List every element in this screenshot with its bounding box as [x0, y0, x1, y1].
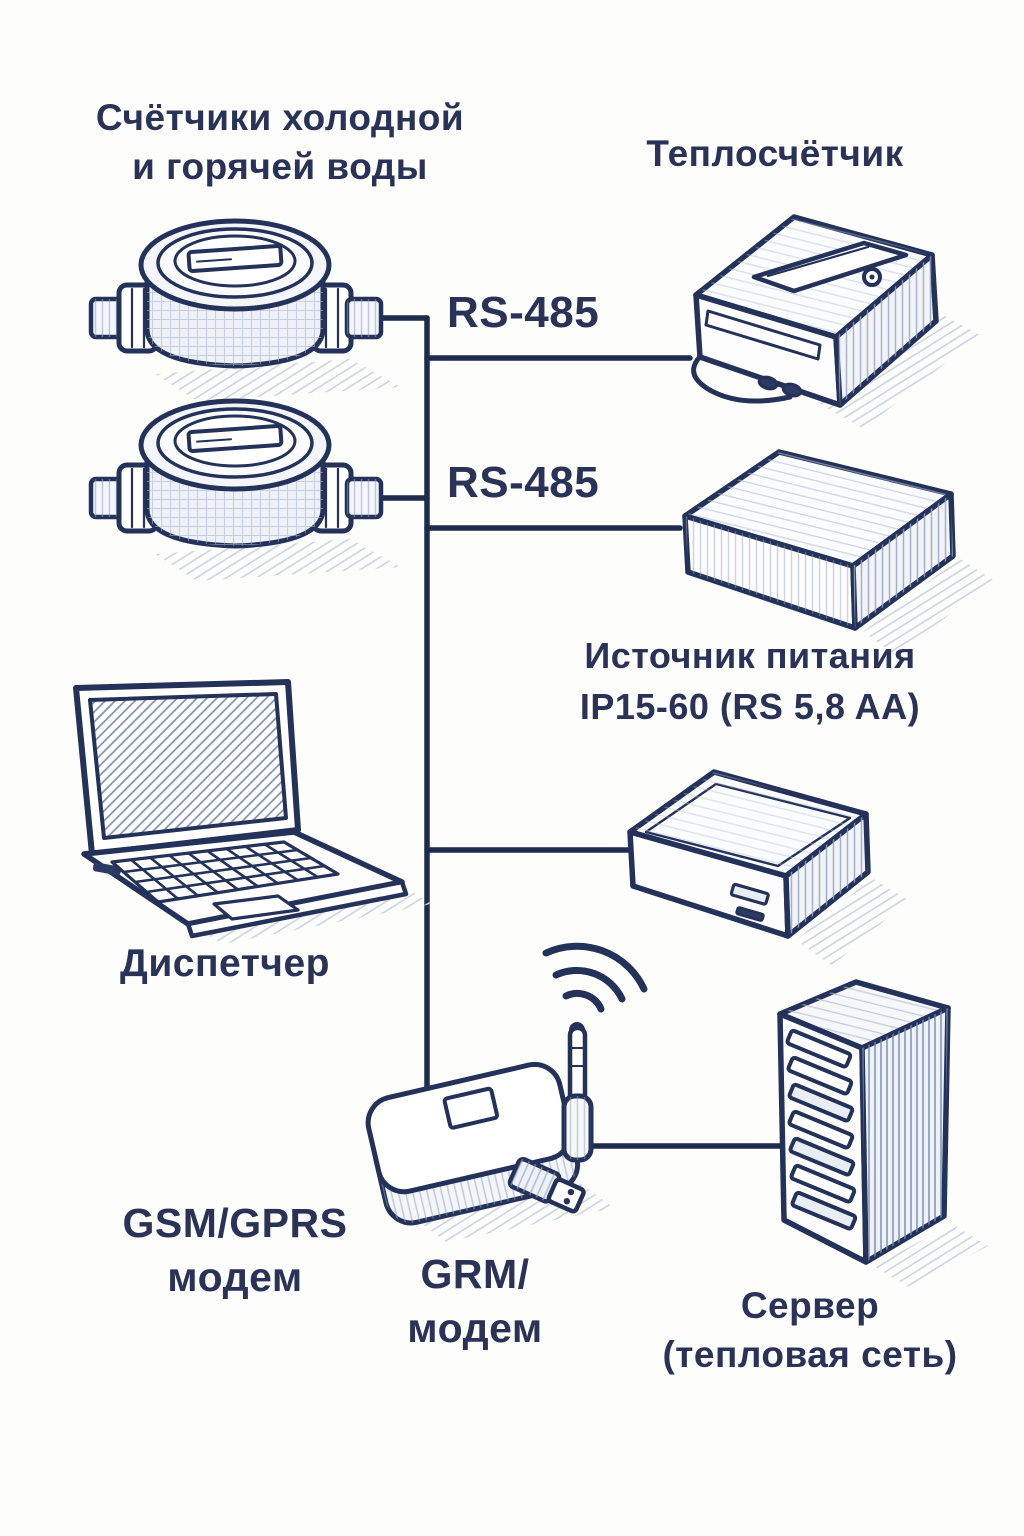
server-tower-icon	[777, 979, 988, 1288]
drive-bays	[785, 1028, 858, 1231]
dispatcher-label: Диспетчер	[120, 942, 330, 985]
display-window	[751, 240, 909, 294]
heat-meter-label: Теплосчётчик	[646, 133, 904, 174]
keyboard	[110, 840, 340, 904]
heat-meter-icon	[691, 214, 980, 429]
power-supply-label: Источник питания IP15-60 (RS 5,8 AA)	[579, 635, 921, 728]
wireless-signal-icon	[542, 942, 648, 1013]
rs485-top-label: RS-485	[447, 288, 600, 337]
hot-water-meter-icon	[91, 401, 401, 581]
antenna-icon	[542, 942, 648, 1163]
cable	[691, 342, 793, 404]
front-slots	[729, 882, 770, 922]
server-label: Сервер (тепловая сеть)	[662, 1285, 958, 1375]
interface-box-icon	[627, 769, 908, 966]
gsm-modem-icon	[365, 1061, 614, 1242]
grm-modem-label: GRM/ модем	[407, 1251, 543, 1352]
rs485-bottom-label: RS-485	[447, 458, 600, 507]
water-meters-label: Счётчики холодной и горячей воды	[95, 97, 465, 187]
laptop-icon	[73, 679, 432, 944]
gsm-modem-label: GSM/GPRS модем	[122, 1200, 348, 1301]
cold-water-meter-icon	[91, 221, 401, 401]
touchpad	[212, 894, 300, 921]
usb-plug-icon	[507, 1156, 586, 1214]
power-supply-box-icon	[682, 449, 993, 656]
